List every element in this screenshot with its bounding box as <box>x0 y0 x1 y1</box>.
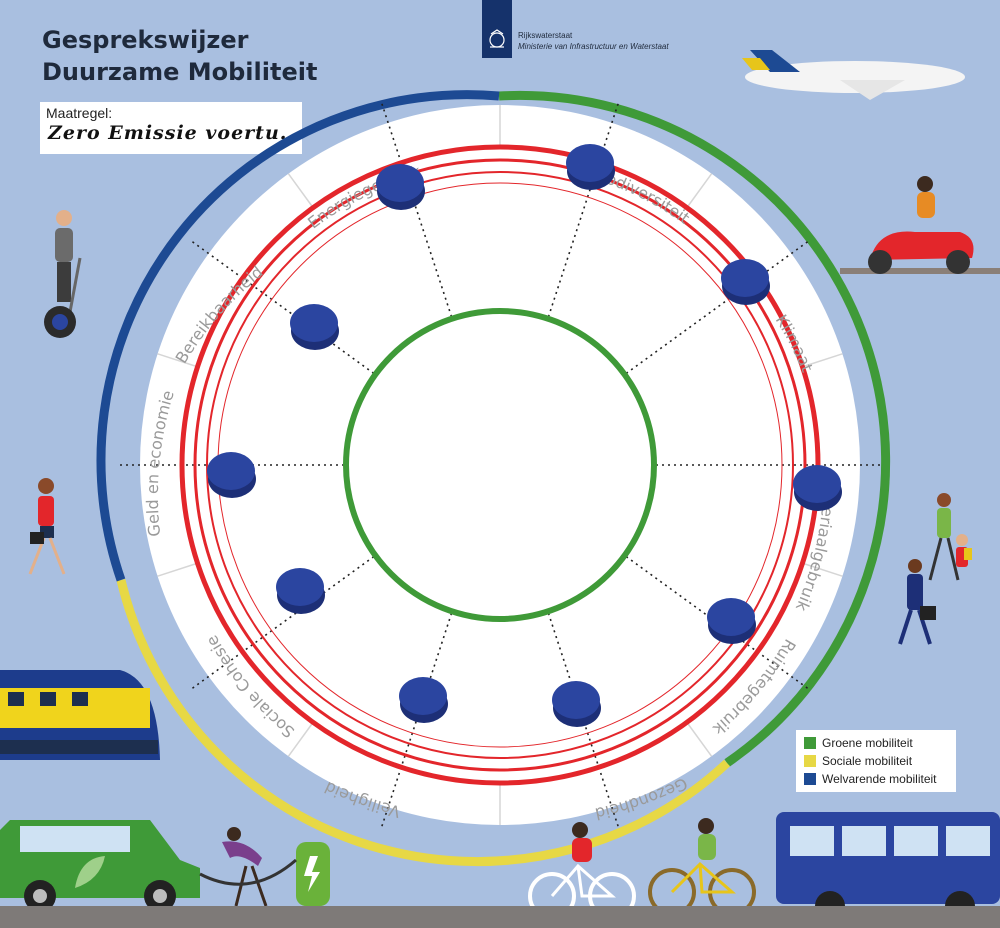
token-sociale-cohesie[interactable] <box>276 568 325 614</box>
logo-ministry: Ministerie van Infrastructuur en Waterst… <box>518 42 669 51</box>
score-rings <box>179 144 821 786</box>
token-klimaat[interactable] <box>721 259 770 305</box>
social-mobility-arc <box>116 578 731 867</box>
title-line-2: Duurzame Mobiliteit <box>42 58 318 86</box>
legend-swatch-blue <box>804 773 816 785</box>
legend-swatch-yellow <box>804 755 816 767</box>
measure-box[interactable]: Maatregel: Zero Emissie voertu. <box>40 102 302 154</box>
family-walking-icon <box>928 493 972 581</box>
prosperous-mobility-arc <box>96 90 500 582</box>
electric-car-icon <box>0 820 200 912</box>
token-biodiversiteit[interactable] <box>566 144 615 190</box>
legend-item-groene: Groene mobiliteit <box>804 734 948 752</box>
charging-station-icon <box>199 827 330 907</box>
legend-label: Welvarende mobiliteit <box>822 772 937 786</box>
cyclists-icon <box>528 818 756 920</box>
logo-org: Rijkswaterstaat <box>518 31 573 40</box>
walking-woman-icon <box>28 478 66 575</box>
title-line-1: Gesprekswijzer <box>42 26 249 54</box>
ministry-logo-text: Rijkswaterstaat Ministerie van Infrastru… <box>518 30 669 52</box>
bus-icon <box>776 812 1000 921</box>
legend-item-welvarende: Welvarende mobiliteit <box>804 770 948 788</box>
airplane-icon <box>742 50 965 100</box>
legend-label: Groene mobiliteit <box>822 736 913 750</box>
measure-label: Maatregel: <box>46 105 113 121</box>
segment-dividers <box>157 105 843 825</box>
legend: Groene mobiliteit Sociale mobiliteit Wel… <box>796 730 956 792</box>
token-veiligheid[interactable] <box>399 677 448 723</box>
token-materiaalgebruik[interactable] <box>793 465 842 511</box>
token-energiegebruik[interactable] <box>376 164 425 210</box>
legend-label: Sociale mobiliteit <box>822 754 913 768</box>
token-gezondheid[interactable] <box>552 681 601 727</box>
train-icon <box>0 670 160 760</box>
token-geld-en-economie[interactable] <box>207 452 256 498</box>
crest-logo-icon <box>482 0 512 58</box>
measure-value: Zero Emissie voertu. <box>48 122 288 144</box>
road <box>0 906 1000 928</box>
page-title: Gesprekswijzer Duurzame Mobiliteit <box>42 24 317 88</box>
green-mobility-arc <box>498 90 891 767</box>
token-ruimtegebruik[interactable] <box>707 598 756 644</box>
businessman-icon <box>898 559 936 645</box>
legend-item-sociale: Sociale mobiliteit <box>804 752 948 770</box>
segway-rider-icon <box>44 210 82 338</box>
scooter-icon <box>840 176 1000 274</box>
token-bereikbaarheid[interactable] <box>290 304 339 350</box>
inner-green-ring <box>343 308 657 622</box>
legend-swatch-green <box>804 737 816 749</box>
score-tokens <box>207 144 842 727</box>
